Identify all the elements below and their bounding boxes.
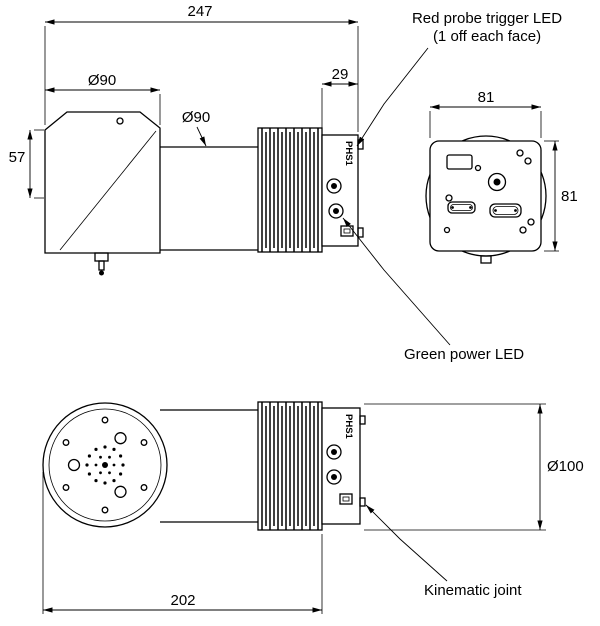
dim-overall-length: 247	[187, 3, 212, 20]
dim-cylinder-diameter: Ø90	[182, 109, 210, 126]
front-face	[42, 402, 168, 528]
bolt-pattern	[62, 416, 148, 514]
green-led-leader	[342, 217, 451, 346]
red-led-label-line2: (1 off each face)	[433, 28, 541, 45]
power-led-icon	[328, 203, 344, 219]
id-plate	[446, 154, 473, 170]
kinematic-tab-top2	[359, 415, 366, 425]
probe-mount	[94, 252, 109, 262]
product-label-bottom: PHS1	[343, 414, 354, 440]
rear-view-dimensions: 81 81	[429, 89, 578, 252]
kinematic-tab-bottom	[357, 227, 364, 238]
dsub-connector-right	[489, 203, 522, 218]
dim-head-height: 57	[9, 149, 26, 166]
probe-stem	[98, 260, 105, 271]
trigger-led-icon	[326, 178, 342, 194]
side-view: PHS1 247 Ø90 29 Ø90 57	[9, 3, 364, 276]
rear-bottom-tab	[480, 255, 492, 264]
dim-rear-face-width: 81	[478, 89, 495, 106]
dim-head-diameter: Ø90	[88, 72, 116, 89]
green-led-label: Green power LED	[404, 346, 524, 363]
cylinder-bottom	[160, 409, 258, 523]
red-led-leader	[356, 47, 429, 147]
kinematic-joint-label: Kinematic joint	[424, 582, 522, 599]
head-top-screw	[116, 117, 124, 125]
rear-block: PHS1	[321, 134, 364, 247]
side-view-dimensions: 247 Ø90 29 Ø90 57	[9, 3, 359, 199]
round-connector	[487, 172, 507, 192]
rear-face-details	[443, 149, 535, 234]
head-body-outline	[44, 111, 161, 254]
bellows	[257, 127, 323, 253]
red-led-label-line1: Red probe trigger LED	[412, 10, 562, 27]
dim-rear-flange-diameter: Ø100	[547, 458, 584, 475]
product-label-side: PHS1	[343, 141, 354, 167]
kinematic-joint-tab	[359, 497, 366, 507]
dsub-connector-left	[447, 201, 476, 214]
probe-tip	[99, 270, 104, 276]
bottom-view-dimensions: Ø100 202	[42, 403, 584, 614]
cylinder	[160, 146, 258, 251]
rear-block-bottom: PHS1	[321, 407, 366, 525]
head-body-silhouette	[59, 130, 157, 251]
dim-rear-block-width: 29	[332, 66, 349, 83]
kinematic-joint-leader	[365, 504, 448, 582]
rear-view: 81 81	[425, 89, 578, 264]
dim-base-length: 202	[170, 592, 195, 609]
dim-rear-face-height: 81	[561, 188, 578, 205]
callouts: Red probe trigger LED (1 off each face) …	[342, 10, 562, 599]
bellows-bottom	[257, 401, 323, 531]
bottom-view: PHS1 Ø100 202	[42, 401, 584, 614]
